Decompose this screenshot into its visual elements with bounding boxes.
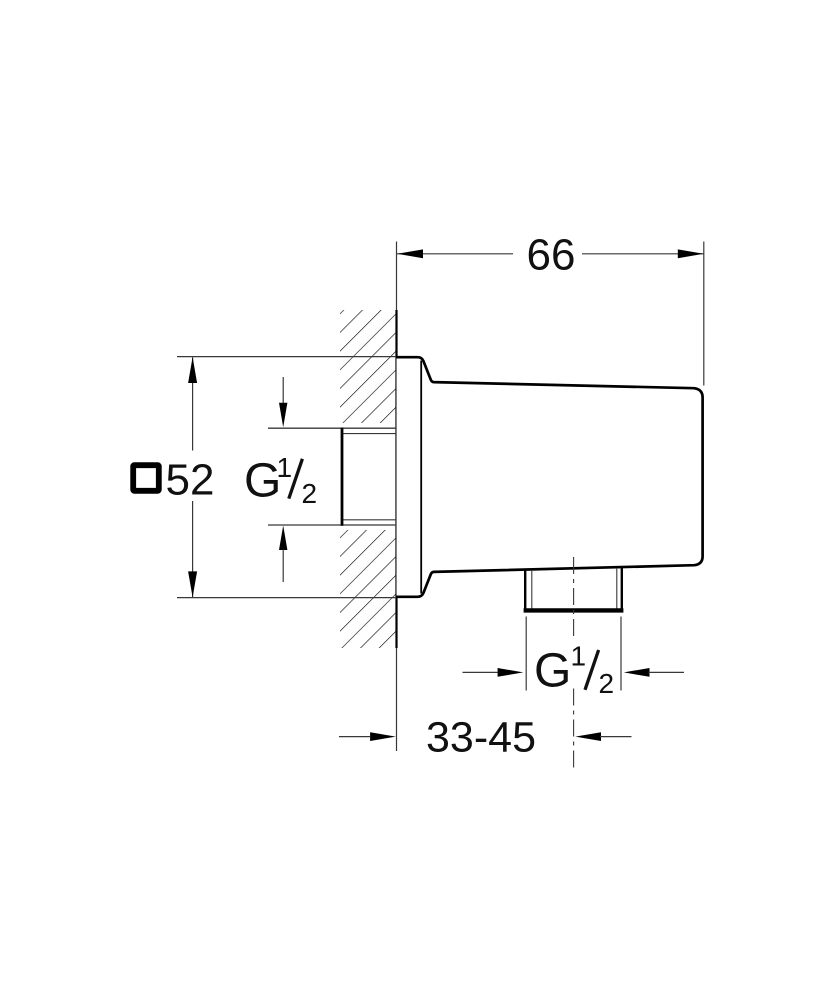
inlet-thread-label-letter: G xyxy=(244,455,281,508)
dim-depth-range-label: 33-45 xyxy=(426,714,536,762)
dimension-top-width: 66 xyxy=(397,231,705,386)
arrowhead-left xyxy=(397,249,423,259)
outlet-thread-label-slash xyxy=(583,649,601,691)
arrowhead-down xyxy=(279,402,288,428)
dim-top-width-label: 66 xyxy=(527,231,576,280)
outlet-thread-label-letter: G xyxy=(534,645,571,698)
outlet-thread-label-numerator: 1 xyxy=(571,641,587,672)
wall-hatch-lower xyxy=(340,530,397,648)
dimension-plate-size: 52 xyxy=(130,356,396,599)
product-body xyxy=(396,355,704,599)
arrowhead-left-pointing xyxy=(575,732,601,741)
inlet-thread-label-denominator: 2 xyxy=(302,478,318,509)
arrowhead-down xyxy=(188,571,198,598)
dimension-outlet-thread: G 1 2 xyxy=(462,616,684,699)
arrowhead-up xyxy=(279,525,288,550)
body-outline xyxy=(396,355,704,599)
arrowhead-right-pointing xyxy=(370,732,396,741)
arrowhead-right xyxy=(677,249,704,259)
dim-plate-size-label: 52 xyxy=(166,456,215,505)
dimension-inlet-thread: G 1 2 xyxy=(244,377,317,582)
arrowhead-left-pointing xyxy=(623,668,650,677)
arrowhead-up xyxy=(188,357,198,383)
dimension-depth-range: 33-45 xyxy=(339,714,632,762)
arrowhead-right-pointing xyxy=(497,668,524,677)
square-symbol xyxy=(130,462,162,494)
inlet-thread xyxy=(268,427,396,526)
wall-section xyxy=(340,241,398,751)
inlet-thread-label-slash xyxy=(287,458,304,500)
wall-hatch-upper xyxy=(340,310,397,423)
inlet-thread-label-numerator: 1 xyxy=(277,452,293,483)
outlet-thread-label-denominator: 2 xyxy=(599,668,615,699)
